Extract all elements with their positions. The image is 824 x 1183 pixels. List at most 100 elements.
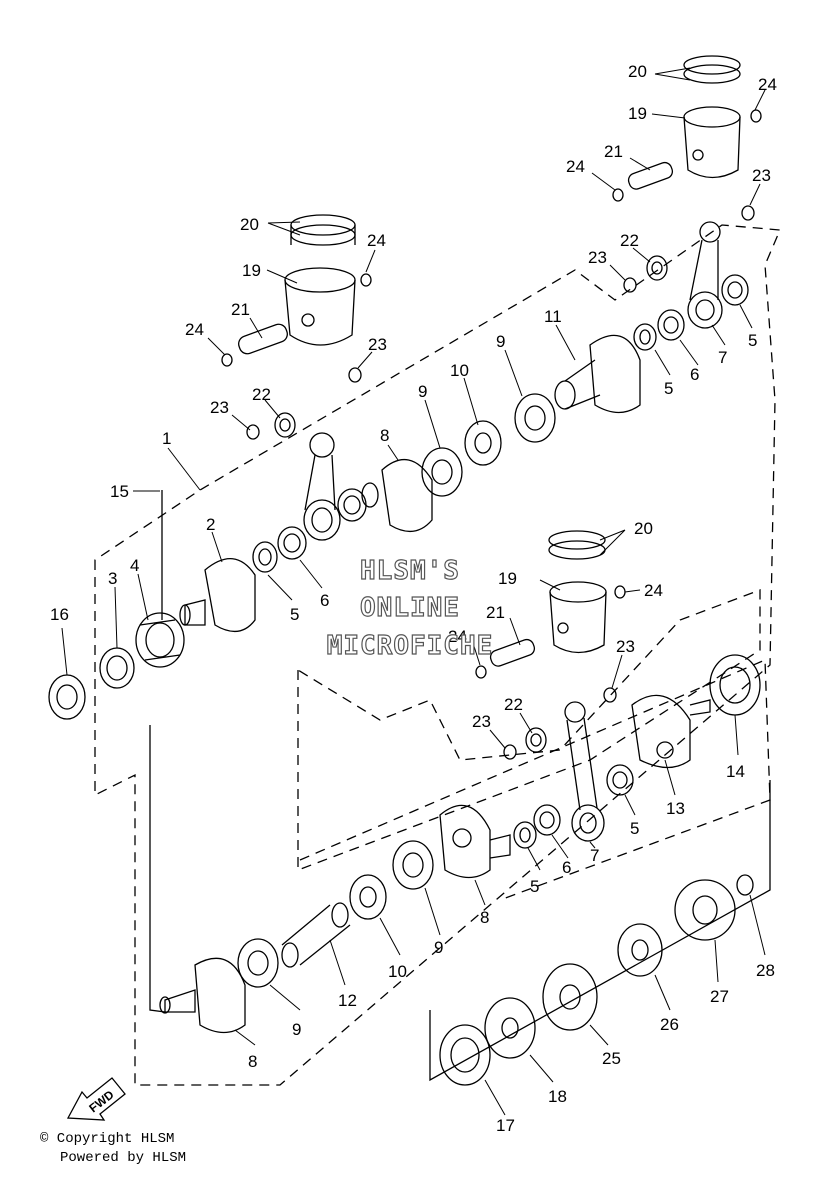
needle-bearing-left-c bbox=[252, 541, 278, 573]
piston-rings-right bbox=[683, 55, 741, 84]
needle-bearing-center-c bbox=[513, 821, 537, 849]
callout-23-left-a: 23 bbox=[368, 335, 387, 354]
crank-web-8-top bbox=[361, 458, 433, 532]
washer-left-b bbox=[246, 424, 260, 440]
circlip-left-b bbox=[360, 273, 372, 287]
callout-22-center: 22 bbox=[504, 695, 523, 714]
callout-18: 18 bbox=[548, 1087, 567, 1106]
callout-5-left: 5 bbox=[290, 605, 299, 624]
watermark-line-1: HLSM'S bbox=[359, 556, 460, 586]
labyrinth-seal-10-bottom bbox=[349, 874, 387, 920]
callout-23-center-a: 23 bbox=[616, 637, 635, 656]
callout-14: 14 bbox=[726, 762, 745, 781]
collar-3 bbox=[99, 647, 135, 689]
assembly-boundary-main bbox=[94, 224, 781, 1086]
callout-26: 26 bbox=[660, 1015, 679, 1034]
fwd-label: FWD bbox=[86, 1087, 116, 1115]
labyrinth-seal-10-top bbox=[464, 420, 502, 466]
callout-15: 15 bbox=[110, 482, 129, 501]
crank-web-13 bbox=[631, 694, 711, 769]
needle-bearing-right-small bbox=[646, 255, 668, 281]
watermark-line-2: ONLINE bbox=[359, 593, 460, 623]
washer-left-a bbox=[348, 367, 362, 383]
circlip-center-b bbox=[614, 585, 626, 599]
callout-10-top: 10 bbox=[450, 361, 469, 380]
callout-22-left: 22 bbox=[252, 385, 271, 404]
frame-line-bottom bbox=[429, 780, 771, 1082]
callout-23-right-b: 23 bbox=[588, 248, 607, 267]
callout-7-center: 7 bbox=[590, 846, 599, 865]
washer-center-b bbox=[503, 744, 517, 760]
copyright-text: © Copyright HLSM bbox=[40, 1131, 175, 1147]
callout-8-top: 8 bbox=[380, 426, 389, 445]
callout-20-right: 20 bbox=[628, 62, 647, 81]
frame-line-left bbox=[149, 725, 166, 1013]
seal-17 bbox=[439, 1024, 491, 1086]
callout-10-bottom: 10 bbox=[388, 962, 407, 981]
needle-bearing-center-small bbox=[525, 727, 547, 753]
connecting-rod-right bbox=[687, 221, 723, 329]
callout-24-center-a: 24 bbox=[644, 581, 663, 600]
needle-bearing-right-large bbox=[721, 274, 749, 306]
callout-20-center: 20 bbox=[634, 519, 653, 538]
callout-9-d: 9 bbox=[292, 1020, 301, 1039]
needle-bearing-center-b bbox=[533, 804, 561, 836]
washer-right-b bbox=[623, 277, 637, 293]
shaft-12 bbox=[281, 902, 351, 968]
callout-9-c: 9 bbox=[434, 938, 443, 957]
washer-right-a bbox=[741, 205, 755, 221]
callout-17: 17 bbox=[496, 1116, 515, 1135]
damper-26 bbox=[617, 923, 663, 977]
piston-center bbox=[549, 581, 607, 654]
piston-rings-left bbox=[290, 214, 356, 246]
needle-bearing-right-b bbox=[657, 309, 685, 341]
callout-28: 28 bbox=[756, 961, 775, 980]
bearing-14 bbox=[709, 654, 761, 716]
needle-bearing-right-c bbox=[633, 323, 657, 351]
callout-24-right-b: 24 bbox=[566, 157, 585, 176]
piston-pin-left bbox=[238, 323, 288, 355]
bearing-4 bbox=[135, 612, 185, 668]
piston-left bbox=[284, 267, 356, 346]
bearing-9-c bbox=[392, 840, 434, 890]
callout-24-left-a: 24 bbox=[367, 231, 386, 250]
callout-21-right: 21 bbox=[604, 142, 623, 161]
coupler-27 bbox=[674, 879, 736, 941]
callout-25: 25 bbox=[602, 1049, 621, 1068]
callout-24-center-b: 24 bbox=[448, 627, 467, 646]
callout-11: 11 bbox=[544, 307, 562, 326]
coupler-25 bbox=[542, 963, 598, 1031]
callout-24-left-b: 24 bbox=[185, 320, 204, 339]
bearing-9-a bbox=[421, 447, 463, 497]
callout-23-left-b: 23 bbox=[210, 398, 229, 417]
washer-28 bbox=[736, 874, 754, 896]
callout-5-center-a: 5 bbox=[630, 819, 639, 838]
connecting-rod-left bbox=[303, 432, 341, 541]
callout-6-center: 6 bbox=[562, 858, 571, 877]
callout-23-center-b: 23 bbox=[472, 712, 491, 731]
bearing-9-d bbox=[237, 938, 279, 988]
callout-5-right-b: 5 bbox=[748, 331, 757, 350]
callout-22-right: 22 bbox=[620, 231, 639, 250]
piston-pin-center bbox=[489, 638, 536, 667]
circlip-center-a bbox=[475, 665, 487, 679]
callout-19-right: 19 bbox=[628, 104, 647, 123]
circlip-right-a bbox=[612, 188, 624, 202]
callout-9-a: 9 bbox=[418, 382, 427, 401]
callout-20-left: 20 bbox=[240, 215, 259, 234]
assembly-boundary-center bbox=[297, 589, 761, 871]
callout-3: 3 bbox=[108, 569, 117, 588]
callout-5-right-a: 5 bbox=[664, 379, 673, 398]
bearing-9-b bbox=[514, 393, 556, 443]
powered-by-text: Powered by HLSM bbox=[60, 1150, 187, 1166]
callout-16: 16 bbox=[50, 605, 69, 624]
needle-bearing-left-small bbox=[274, 412, 296, 438]
watermark-line-3: MICROFICHE bbox=[326, 631, 494, 661]
callout-8-center: 8 bbox=[480, 908, 489, 927]
callout-1: 1 bbox=[162, 429, 171, 448]
callout-19-center: 19 bbox=[498, 569, 517, 588]
callout-27: 27 bbox=[710, 987, 729, 1006]
piston-pin-right bbox=[627, 161, 674, 190]
piston-rings-center bbox=[548, 530, 606, 560]
